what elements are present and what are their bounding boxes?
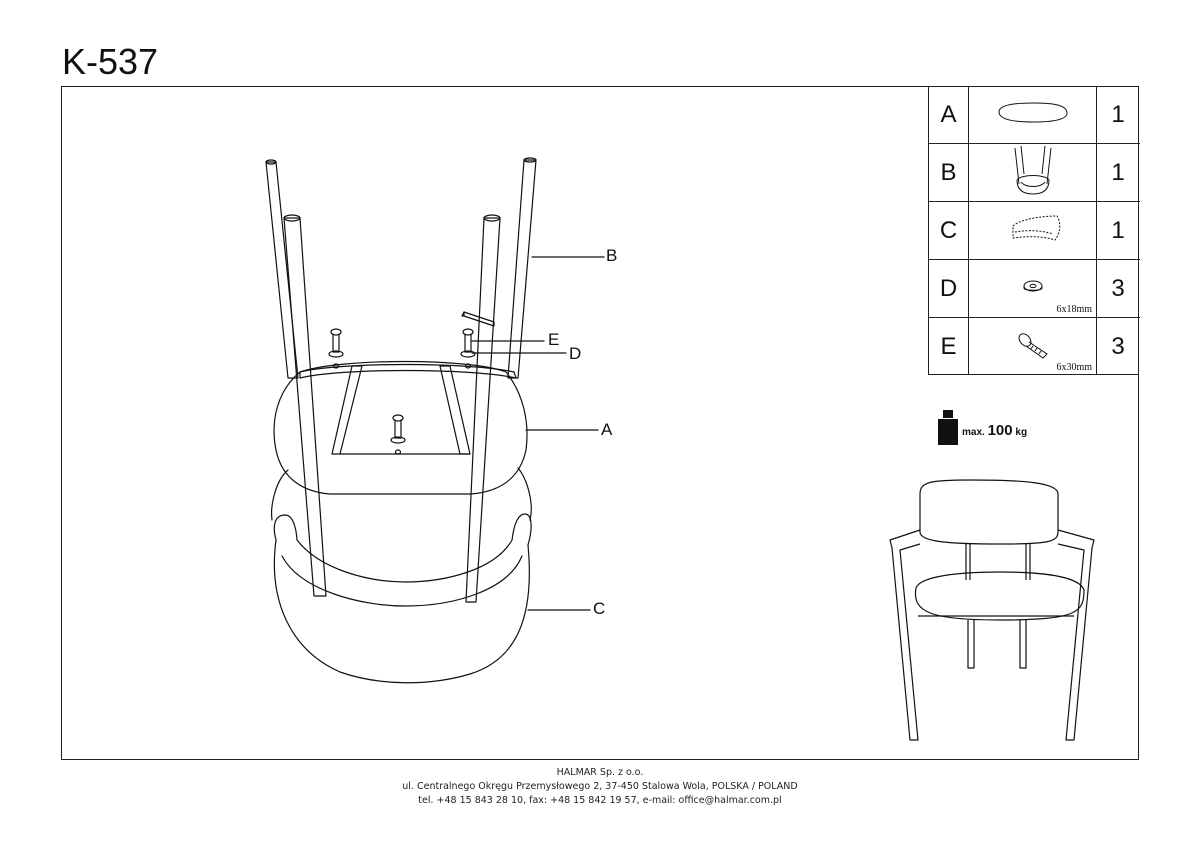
bolt-right: [460, 328, 476, 369]
footer: HALMAR Sp. z o.o. ul. Centralnego Okręgu…: [0, 766, 1200, 808]
washer-icon: [1023, 280, 1043, 292]
backrest-icon: [1012, 215, 1061, 241]
bolt-icon: [1018, 333, 1048, 359]
part-image: 6x30mm: [969, 318, 1097, 375]
allen-key: [461, 311, 495, 327]
leg-front-right: [465, 217, 501, 603]
callout-d: D: [569, 344, 582, 363]
parts-row: E 6x30mm 3: [929, 318, 1140, 376]
part-qty: 3: [1111, 275, 1125, 302]
leg-back-left: [265, 161, 299, 379]
max-prefix: max.: [962, 427, 985, 438]
part-size: 6x30mm: [1056, 362, 1092, 373]
part-qty: 1: [1111, 159, 1125, 186]
part-qty: 3: [1111, 333, 1125, 360]
leg-back-right: [507, 159, 537, 379]
footer-contact: tel. +48 15 843 28 10, fax: +48 15 842 1…: [418, 795, 782, 806]
parts-row: C 1: [929, 202, 1140, 260]
callout-b: B: [606, 246, 618, 265]
leg-front-left: [283, 217, 327, 597]
max-load: max. 100 kg: [962, 422, 1027, 439]
parts-row: A 1: [929, 86, 1140, 144]
seat-cushion-icon: [998, 102, 1068, 123]
parts-row: B 1: [929, 144, 1140, 202]
part-qty: 1: [1111, 101, 1125, 128]
max-unit: kg: [1015, 427, 1028, 438]
bolt-center: [390, 414, 406, 455]
part-size: 6x18mm: [1056, 304, 1092, 315]
weight-icon: [938, 410, 958, 445]
bolt-left: [328, 328, 344, 369]
model-title: K-537: [62, 41, 159, 82]
part-letter: A: [929, 86, 969, 143]
backrest-inner: [281, 555, 523, 607]
parts-table: A 1 B 1 C: [928, 86, 1140, 376]
part-image: 6x18mm: [969, 260, 1097, 317]
part-image: [969, 202, 1097, 259]
callout-a: A: [601, 420, 613, 439]
part-image: [969, 86, 1097, 143]
max-value: 100: [987, 422, 1013, 439]
parts-row: D 6x18mm 3: [929, 260, 1140, 318]
chair-frame-icon: [1014, 145, 1052, 195]
callout-c: C: [593, 599, 606, 618]
instruction-frame: [61, 86, 1139, 760]
part-letter: B: [929, 144, 969, 201]
part-letter: C: [929, 202, 969, 259]
seat-outline: [273, 360, 528, 495]
footer-address: ul. Centralnego Okręgu Przemysłowego 2, …: [402, 781, 798, 792]
part-letter: E: [929, 318, 969, 375]
callout-e: E: [548, 330, 560, 349]
part-image: [969, 144, 1097, 201]
part-letter: D: [929, 260, 969, 317]
footer-company: HALMAR Sp. z o.o.: [556, 767, 644, 778]
part-qty: 1: [1111, 217, 1125, 244]
backrest-outline: [273, 539, 530, 684]
